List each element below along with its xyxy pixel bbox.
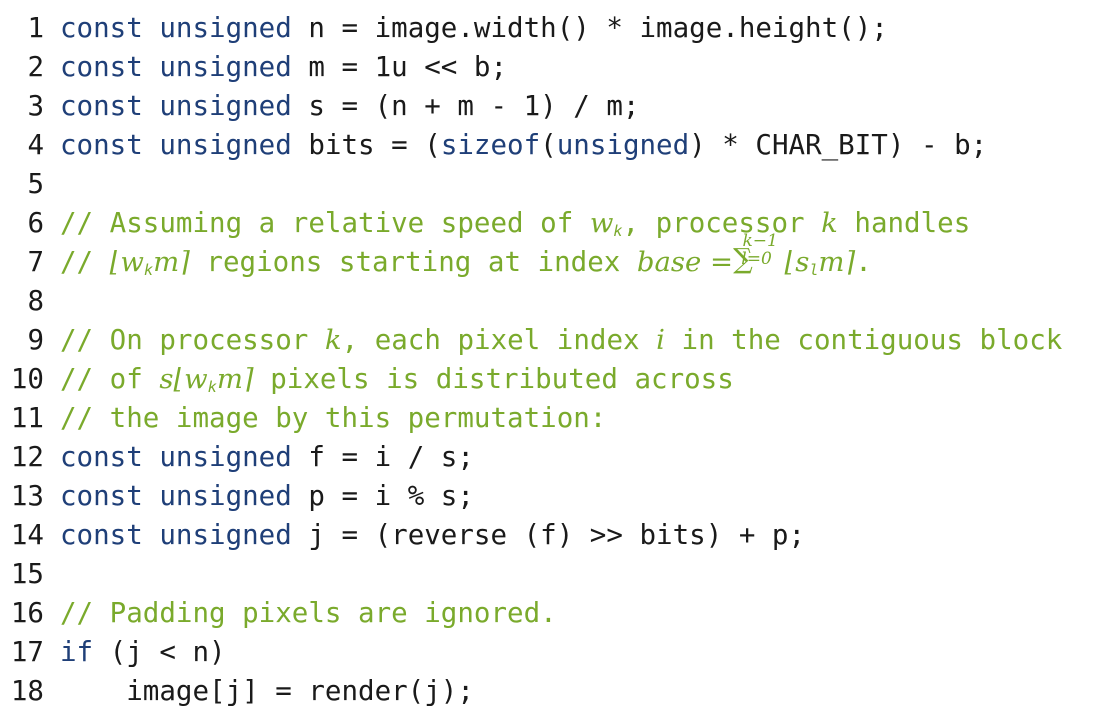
line-number: 1 <box>27 12 44 44</box>
math-equals: = <box>701 246 734 278</box>
keyword: const unsigned <box>60 51 292 83</box>
keyword: const unsigned <box>60 129 292 161</box>
sum-lower-limit: l=0 <box>741 248 772 269</box>
line-number: 12 <box>10 441 44 473</box>
keyword: const unsigned <box>60 12 292 44</box>
line-number: 11 <box>10 402 44 434</box>
keyword: const unsigned <box>60 90 292 122</box>
code-line-12: 12 const unsigned f = i / s; <box>0 438 474 477</box>
line-number: 5 <box>27 168 44 200</box>
comment-text: , processor <box>622 207 822 239</box>
math-i: i <box>656 324 665 356</box>
code-line-8: 8 <box>0 282 44 321</box>
comment-text: pixels is distributed across <box>253 363 734 395</box>
code-text: ) * CHAR_BIT) - b; <box>689 129 988 161</box>
code-text: (j < n) <box>93 636 226 668</box>
math-floor-close: m⌉ <box>818 246 856 278</box>
code-text: image[j] = render(j); <box>60 675 474 707</box>
comment-text: regions starting at index <box>189 246 637 278</box>
keyword: const unsigned <box>60 519 292 551</box>
comment-text: . <box>855 246 872 278</box>
code-line-5: 5 <box>0 165 44 204</box>
code-line-16: 16 // Padding pixels are ignored. <box>0 594 557 633</box>
math-floor-close: m⌉ <box>153 246 190 278</box>
code-text: f = i / s; <box>291 441 474 473</box>
code-line-11: 11 // the image by this permutation: <box>0 399 607 438</box>
code-line-15: 15 <box>0 555 44 594</box>
code-text: bits = ( <box>291 129 441 161</box>
code-line-17: 17 if (j < n) <box>0 633 226 672</box>
code-text: p = i % s; <box>291 480 474 512</box>
line-number: 10 <box>10 363 44 395</box>
code-line-7: 7// ⌊wkm⌉ regions starting at index base… <box>0 232 872 282</box>
comment-text: handles <box>837 207 971 239</box>
comment-text: // Assuming a relative speed of <box>60 207 590 239</box>
line-number: 15 <box>10 558 44 590</box>
math-subscript: k <box>613 221 623 240</box>
comment-text: // Padding pixels are ignored. <box>60 597 557 629</box>
line-number: 3 <box>27 90 44 122</box>
comment-text: , each pixel index <box>341 324 657 356</box>
comment-text: in the contiguous block <box>664 324 1063 356</box>
math-floor-close: m⌉ <box>216 363 254 395</box>
keyword-unsigned: unsigned <box>556 129 690 161</box>
line-number: 18 <box>10 675 44 707</box>
line-number: 16 <box>10 597 44 629</box>
code-line-4: 4 const unsigned bits = (sizeof(unsigned)… <box>0 126 987 165</box>
sum-sign: ∑ <box>733 243 753 276</box>
math-subscript: k <box>207 377 217 396</box>
keyword-sizeof: sizeof <box>440 129 541 161</box>
math-w: w <box>589 207 614 239</box>
code-text: j = (reverse (f) >> bits) + p; <box>291 519 806 551</box>
comment-text: // of <box>60 363 160 395</box>
line-number: 14 <box>10 519 44 551</box>
code-line-18: 18 image[j] = render(j); <box>0 672 474 711</box>
code-text: ( <box>540 129 557 161</box>
code-text: m = 1u << b; <box>291 51 508 83</box>
code-line-10: 10 // of s⌊wkm⌉ pixels is distributed acr… <box>0 360 734 399</box>
code-line-1: 1 const unsigned n = image.width() * imag… <box>0 9 888 48</box>
math-subscript: l <box>809 260 819 279</box>
code-line-3: 3 const unsigned s = (n + m - 1) / m; <box>0 87 639 126</box>
code-line-13: 13 const unsigned p = i % s; <box>0 477 474 516</box>
line-number: 2 <box>27 51 44 83</box>
keyword: const unsigned <box>60 480 292 512</box>
math-k: k <box>324 324 342 356</box>
math-s-floor-wkm: s⌊w <box>159 363 208 395</box>
line-number: 7 <box>27 246 44 278</box>
code-text: n = image.width() * image.height(); <box>291 12 888 44</box>
line-number: 4 <box>27 129 44 161</box>
line-number: 13 <box>10 480 44 512</box>
math-floor-wkm: ⌊w <box>109 246 144 278</box>
code-line-2: 2 const unsigned m = 1u << b; <box>0 48 507 87</box>
code-line-9: 9 // On processor k, each pixel index i i… <box>0 321 1062 360</box>
keyword: const unsigned <box>60 441 292 473</box>
code-line-6: 6// Assuming a relative speed of wk, pro… <box>0 204 970 243</box>
math-subscript: k <box>143 260 154 279</box>
code-text: s = (n + m - 1) / m; <box>291 90 640 122</box>
math-k: k <box>821 207 838 239</box>
math-floor-slm: ⌊s <box>775 246 810 278</box>
comment-text: // On processor <box>60 324 325 356</box>
math-base: base <box>636 246 702 278</box>
code-line-14: 14 const unsigned j = (reverse (f) >> bit… <box>0 516 805 555</box>
line-number: 17 <box>10 636 44 668</box>
comment-text: // the image by this permutation: <box>60 402 607 434</box>
line-number: 8 <box>27 285 44 317</box>
keyword: if <box>60 636 94 668</box>
comment-text: // <box>60 246 110 278</box>
sum-upper-limit: k−1 <box>742 230 778 251</box>
line-number: 9 <box>27 324 44 356</box>
line-number: 6 <box>27 207 44 239</box>
